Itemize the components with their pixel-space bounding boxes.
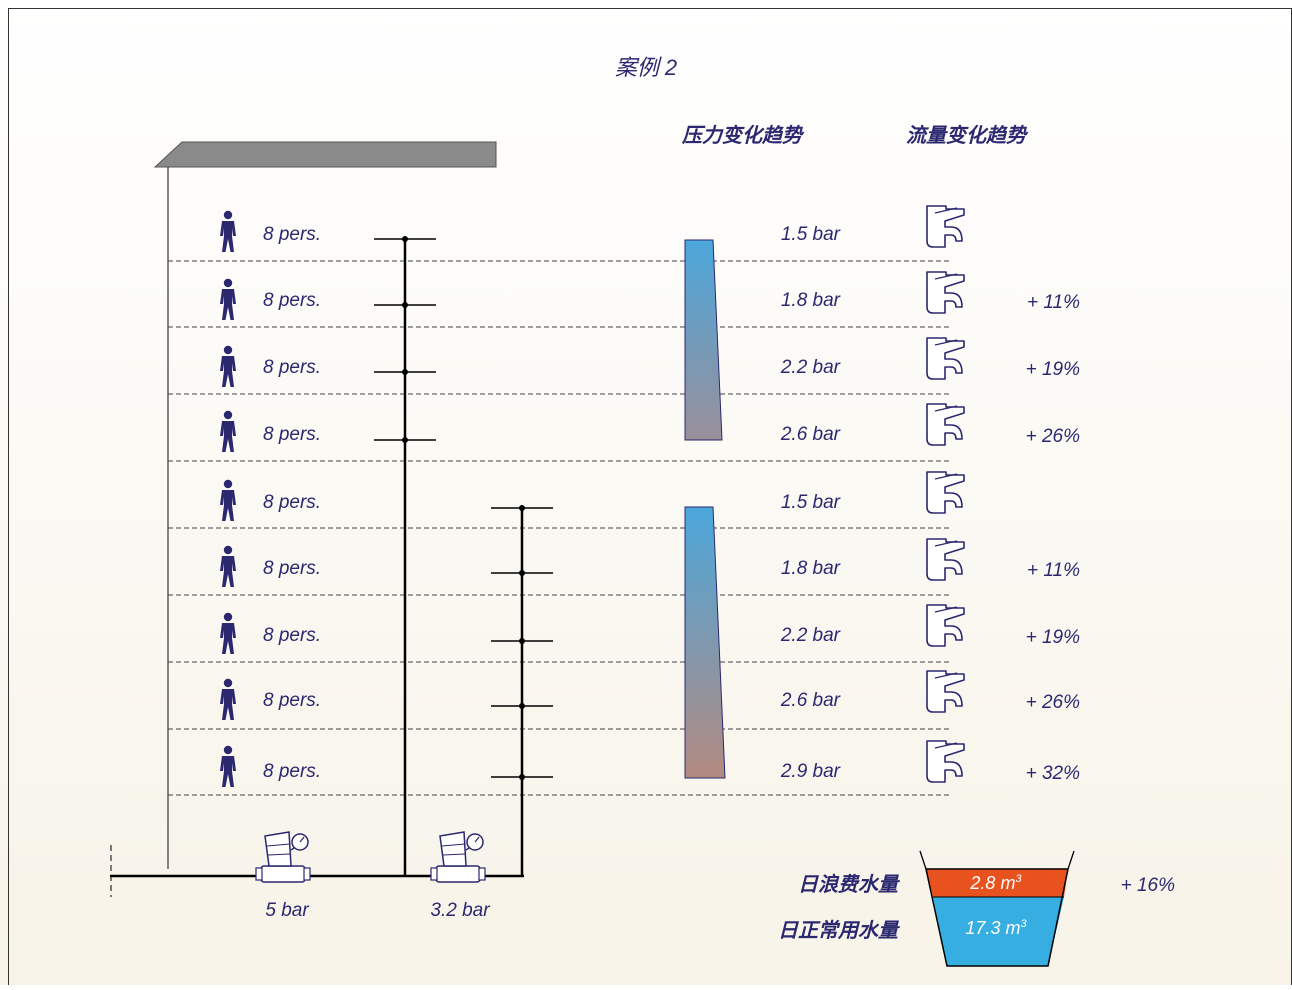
gauge-needle bbox=[299, 836, 305, 843]
floor-flow-change: + 11% bbox=[1027, 292, 1080, 313]
floor-flow-change: + 26% bbox=[1026, 426, 1081, 447]
pipe-junction bbox=[519, 703, 525, 709]
waste-percent: + 16% bbox=[1121, 875, 1176, 896]
water-summary: 日浪费水量 日正常用水量 2.8 m3 17.3 m3 + 16% bbox=[778, 850, 1176, 967]
floor-dividers bbox=[168, 260, 950, 796]
valve-flange-left bbox=[430, 867, 438, 881]
floor-occupants: 8 pers. bbox=[263, 625, 321, 646]
bucket-icon bbox=[919, 850, 1075, 967]
floor-row: 8 pers. 2.6 bar + 26% bbox=[220, 670, 1081, 720]
bucket-waste-fill bbox=[926, 869, 1068, 897]
bucket-normal-fill bbox=[933, 897, 1064, 966]
normal-volume-value: 17.3 m3 bbox=[965, 918, 1027, 938]
floor-pressure: 2.2 bar bbox=[780, 357, 841, 378]
pipe-junction bbox=[402, 437, 408, 443]
roof bbox=[153, 141, 497, 168]
floor-occupants: 8 pers. bbox=[263, 492, 321, 513]
floor-row: 8 pers. 2.6 bar + 26% bbox=[220, 403, 1081, 452]
valve-bonnet-line bbox=[266, 843, 291, 847]
floor-flow-change: + 11% bbox=[1027, 560, 1080, 581]
floor-flow-change: + 19% bbox=[1026, 359, 1081, 380]
valve-body bbox=[260, 865, 306, 883]
pressure-reducing-valve-icon bbox=[430, 831, 486, 883]
floor-flow-change: + 26% bbox=[1026, 692, 1081, 713]
floor-row: 8 pers. 1.5 bar bbox=[220, 205, 965, 252]
normal-volume-label: 日正常用水量 bbox=[778, 919, 901, 942]
waste-volume-label: 日浪费水量 bbox=[798, 873, 901, 896]
valve-1-label: 5 bar bbox=[265, 900, 309, 921]
pipe-junction bbox=[402, 236, 408, 242]
normal-volume-unit-exponent: 3 bbox=[1020, 918, 1027, 930]
pressure-bar-upper-zone bbox=[684, 239, 723, 441]
floor-occupants: 8 pers. bbox=[263, 558, 321, 579]
pipe-junction bbox=[519, 774, 525, 780]
floor-occupants: 8 pers. bbox=[263, 761, 321, 782]
valve-flange-left bbox=[255, 867, 263, 881]
pressure-bar-lower-zone bbox=[684, 506, 726, 779]
valve-bonnet-line bbox=[442, 853, 466, 856]
bucket-rim-right bbox=[1067, 850, 1075, 870]
building bbox=[153, 141, 950, 869]
floor-flow-change: + 32% bbox=[1026, 763, 1081, 784]
waste-volume-value: 2.8 m3 bbox=[969, 873, 1022, 893]
valve-bonnet bbox=[264, 831, 292, 867]
flow-trend-header: 流量变化趋势 bbox=[906, 124, 1029, 147]
branches-lower bbox=[491, 505, 553, 780]
pipe-junction bbox=[519, 505, 525, 511]
floor-pressure: 1.8 bar bbox=[781, 290, 841, 311]
pressure-reducing-valve-2: 3.2 bar bbox=[430, 831, 490, 921]
branches-upper bbox=[374, 236, 436, 443]
floor-pressure: 1.8 bar bbox=[781, 558, 841, 579]
pipe-junction bbox=[519, 570, 525, 576]
floor-row: 8 pers. 1.5 bar bbox=[220, 471, 965, 521]
floor-occupants: 8 pers. bbox=[263, 290, 321, 311]
floor-pressure: 2.9 bar bbox=[780, 761, 841, 782]
waste-volume-unit-exponent: 3 bbox=[1015, 873, 1022, 885]
riser-lower-zone bbox=[491, 505, 553, 876]
floor-pressure: 2.2 bar bbox=[780, 625, 841, 646]
valve-bonnet bbox=[439, 831, 467, 867]
floor-flow-change: + 19% bbox=[1026, 627, 1081, 648]
valve-flange-right bbox=[303, 867, 311, 881]
valve-body bbox=[435, 865, 481, 883]
gauge-needle bbox=[474, 836, 480, 843]
bucket-outline bbox=[925, 868, 1069, 967]
pipe-junction bbox=[402, 369, 408, 375]
floor-occupants: 8 pers. bbox=[263, 357, 321, 378]
normal-volume-number: 17.3 m bbox=[965, 918, 1020, 938]
pressure-trend-header: 压力变化趋势 bbox=[681, 124, 805, 147]
floor-pressure: 1.5 bar bbox=[781, 492, 841, 513]
pipe-junction bbox=[519, 638, 525, 644]
valve-2-label: 3.2 bar bbox=[430, 900, 490, 921]
floor-row: 8 pers. 2.2 bar + 19% bbox=[220, 604, 1081, 654]
floor-pressure: 1.5 bar bbox=[781, 224, 841, 245]
floor-pressure: 2.6 bar bbox=[780, 690, 841, 711]
floor-row: 8 pers. 1.8 bar + 11% bbox=[220, 538, 1080, 587]
floor-occupants: 8 pers. bbox=[263, 224, 321, 245]
floor-occupants: 8 pers. bbox=[263, 424, 321, 445]
bucket-rim-left bbox=[919, 850, 927, 870]
pressure-reducing-valve-icon bbox=[255, 831, 311, 883]
floor-row: 8 pers. 2.2 bar + 19% bbox=[220, 337, 1081, 387]
waste-volume-number: 2.8 m bbox=[969, 873, 1015, 893]
floor-row: 8 pers. 1.8 bar + 11% bbox=[220, 271, 1080, 320]
riser-upper-zone bbox=[374, 236, 436, 876]
page-title: 案例 2 bbox=[615, 55, 677, 80]
valve-bonnet-line bbox=[441, 843, 466, 847]
valve-bonnet-line bbox=[267, 853, 291, 856]
floor-row: 8 pers. 2.9 bar + 32% bbox=[220, 740, 1081, 787]
valve-flange-right bbox=[478, 867, 486, 881]
pressure-reducing-valve-1: 5 bar bbox=[255, 831, 311, 921]
floor-occupants: 8 pers. bbox=[263, 690, 321, 711]
pipe-junction bbox=[402, 302, 408, 308]
floor-pressure: 2.6 bar bbox=[780, 424, 841, 445]
